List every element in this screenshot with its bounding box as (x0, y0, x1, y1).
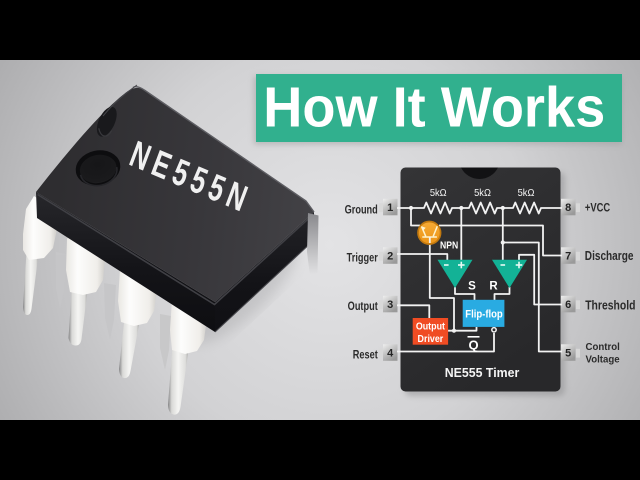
svg-text:Output: Output (416, 321, 446, 333)
svg-text:NE555 Timer: NE555 Timer (445, 366, 520, 380)
svg-text:How It Works: How It Works (263, 75, 605, 139)
svg-text:4: 4 (387, 348, 394, 360)
svg-text:5: 5 (565, 348, 571, 360)
svg-text:Flip-flop: Flip-flop (465, 309, 502, 321)
svg-text:Driver: Driver (418, 334, 444, 346)
svg-text:6: 6 (565, 299, 571, 311)
svg-text:5kΩ: 5kΩ (474, 188, 491, 199)
svg-text:Ground: Ground (345, 205, 378, 217)
svg-text:Q: Q (468, 338, 478, 353)
svg-text:Voltage: Voltage (586, 354, 621, 365)
svg-text:Reset: Reset (353, 349, 379, 361)
svg-text:Discharge: Discharge (585, 249, 634, 264)
svg-text:R: R (489, 281, 498, 293)
svg-text:5kΩ: 5kΩ (430, 188, 447, 199)
svg-text:1: 1 (387, 202, 393, 214)
svg-text:Control: Control (586, 342, 620, 353)
svg-text:3: 3 (387, 299, 393, 311)
svg-text:2: 2 (387, 251, 393, 263)
svg-text:+VCC: +VCC (585, 202, 610, 215)
svg-text:Trigger: Trigger (347, 253, 378, 265)
svg-text:NPN: NPN (440, 240, 458, 252)
svg-text:S: S (468, 281, 476, 293)
svg-text:8: 8 (565, 202, 571, 214)
svg-text:Output: Output (348, 301, 379, 313)
svg-text:7: 7 (565, 251, 571, 263)
svg-text:Threshold: Threshold (585, 298, 635, 312)
svg-text:5kΩ: 5kΩ (518, 188, 535, 199)
